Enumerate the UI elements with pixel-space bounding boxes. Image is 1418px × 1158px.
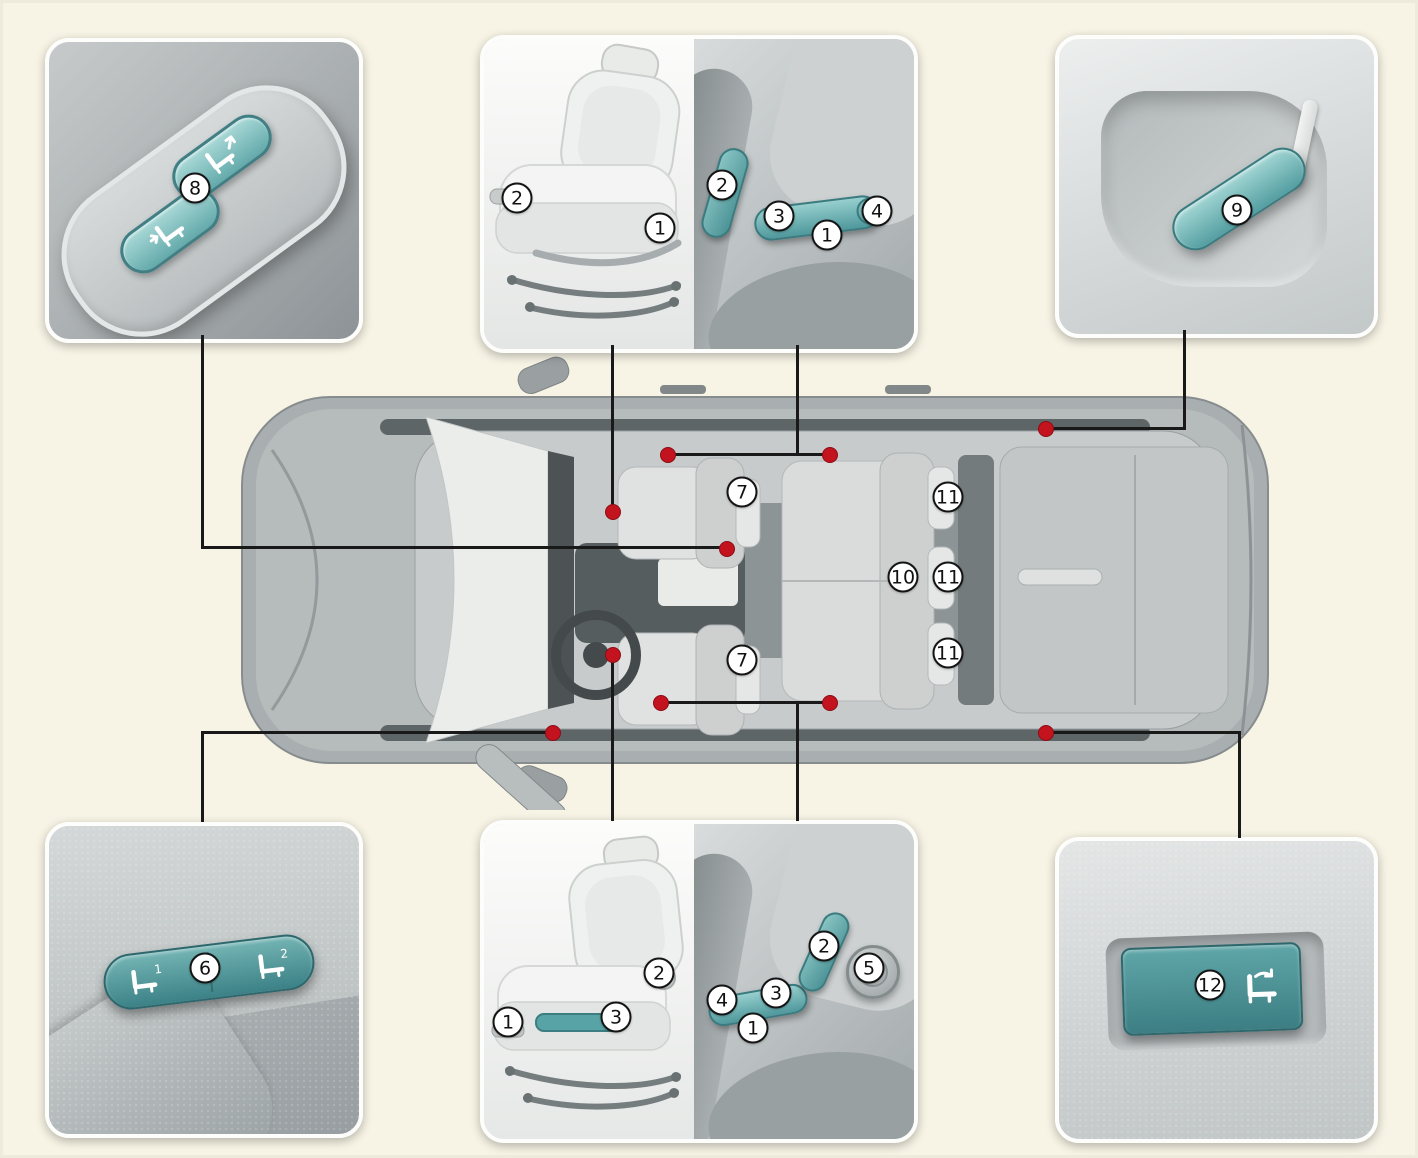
callout-8: 8 xyxy=(179,172,211,204)
callout-11: 11 xyxy=(932,481,964,513)
connector-line xyxy=(201,335,204,549)
connector-line xyxy=(611,655,614,821)
callout-4: 4 xyxy=(706,984,738,1016)
callout-11: 11 xyxy=(932,637,964,669)
callout-4: 4 xyxy=(861,195,893,227)
callout-10: 10 xyxy=(887,561,919,593)
tailgate-seam xyxy=(1240,424,1253,736)
callout-3: 3 xyxy=(760,977,792,1009)
connector-line xyxy=(1045,427,1186,430)
callout-3: 3 xyxy=(600,1001,632,1033)
attachment-dot xyxy=(822,447,838,463)
attachment-dot xyxy=(822,695,838,711)
door-handle xyxy=(885,385,931,394)
seat-memory-icon: 2 xyxy=(258,946,289,979)
car-top-view xyxy=(241,356,1269,810)
seat-headrest-adjust-icon xyxy=(204,135,236,174)
roof-seat-button-top xyxy=(163,105,281,209)
callout-1: 1 xyxy=(737,1012,769,1044)
connector-line xyxy=(201,546,729,549)
roof-seat-button-bottom xyxy=(111,179,229,283)
rear-bench-seat xyxy=(781,452,955,710)
panel-front-seat-controls-rear-view xyxy=(480,820,918,1143)
panel-front-seat-controls xyxy=(480,35,918,353)
center-display xyxy=(658,558,738,606)
memory-button: 1 2 xyxy=(100,931,318,1013)
panel-roof-seat-controls xyxy=(45,38,363,343)
seat-backrest xyxy=(560,69,681,195)
seat-rails xyxy=(507,275,681,319)
seat-fold-button xyxy=(1120,941,1304,1037)
callout-2: 2 xyxy=(808,930,840,962)
callout-9: 9 xyxy=(1221,194,1253,226)
seat-underside xyxy=(700,1039,914,1139)
attachment-dot xyxy=(1038,421,1054,437)
connector-line xyxy=(667,453,831,456)
front-seat-manual-view xyxy=(484,39,694,349)
attachment-dot xyxy=(719,541,735,557)
callout-2: 2 xyxy=(643,957,675,989)
seat-cushion xyxy=(495,164,679,254)
connector-line xyxy=(796,702,799,821)
connector-line xyxy=(1238,731,1241,838)
callout-2: 2 xyxy=(706,169,738,201)
hood-crease xyxy=(270,449,319,711)
connector-line xyxy=(1045,731,1241,734)
callout-7: 7 xyxy=(726,644,758,676)
callout-2: 2 xyxy=(501,182,533,214)
callout-11: 11 xyxy=(932,561,964,593)
memory-index-2: 2 xyxy=(280,946,289,961)
seat-fold-icon xyxy=(1247,968,1277,1004)
connector-line xyxy=(660,701,832,704)
seat-underside xyxy=(700,249,914,349)
seat-rails xyxy=(505,1066,681,1110)
attachment-dot xyxy=(605,504,621,520)
driver-seat xyxy=(617,624,761,736)
door-handle xyxy=(660,385,706,394)
front-seat-illustration xyxy=(489,43,682,319)
side-mirror-left xyxy=(517,356,570,394)
seat-power-rear-view xyxy=(694,824,914,1139)
connector-line xyxy=(796,345,799,456)
cargo-area xyxy=(999,446,1229,714)
panel-door-lever xyxy=(1055,35,1378,338)
attachment-dot xyxy=(653,695,669,711)
front-passenger-seat xyxy=(617,457,761,569)
callout-5: 5 xyxy=(853,952,885,984)
connector-line xyxy=(201,733,204,822)
callout-6: 6 xyxy=(189,952,221,984)
open-driver-door xyxy=(475,744,567,810)
attachment-dot xyxy=(660,447,676,463)
seat-recline-adjust-icon xyxy=(149,225,185,247)
callout-12: 12 xyxy=(1194,969,1226,1001)
attachment-dot xyxy=(1038,725,1054,741)
steering-wheel xyxy=(551,610,641,700)
connector-line xyxy=(611,345,614,513)
attachment-dot xyxy=(545,725,561,741)
callout-1: 1 xyxy=(492,1006,524,1038)
seat-backrest xyxy=(568,859,684,987)
callout-1: 1 xyxy=(811,219,843,251)
connector-line xyxy=(201,731,554,734)
seat-memory-icon: 1 xyxy=(131,962,163,995)
seat-height-handle xyxy=(532,239,682,267)
connector-line xyxy=(1183,330,1186,430)
callout-1: 1 xyxy=(644,212,676,244)
callout-3: 3 xyxy=(763,200,795,232)
windshield xyxy=(425,416,549,744)
attachment-dot xyxy=(605,647,621,663)
memory-index-1: 1 xyxy=(153,962,162,977)
callout-7: 7 xyxy=(726,476,758,508)
